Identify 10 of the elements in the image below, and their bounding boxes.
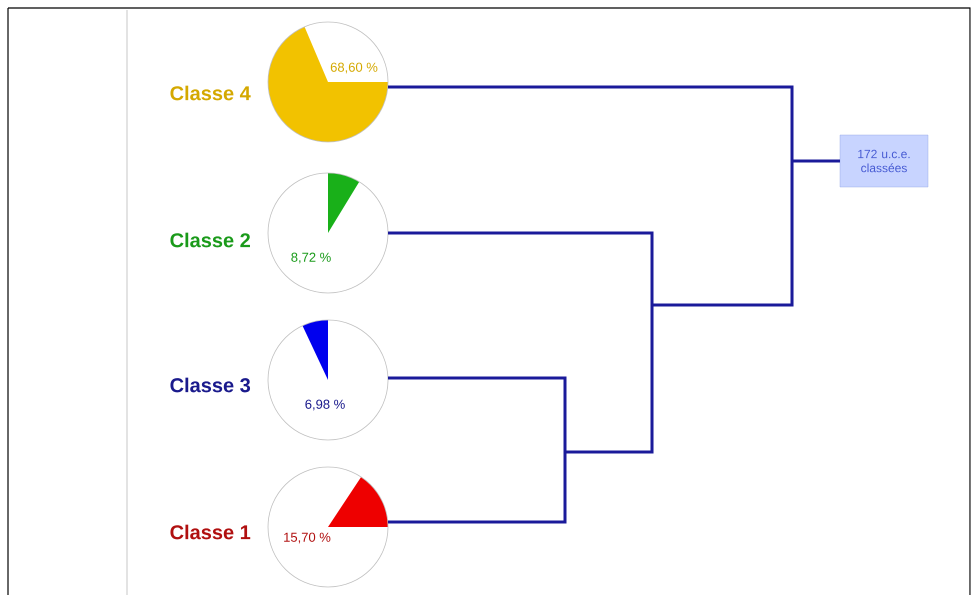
pie-chart: 15,70 % — [268, 466, 388, 588]
class-label: Classe 3 — [170, 378, 250, 392]
pie-chart: 68,60 % — [268, 22, 388, 142]
class-label: Classe 1 — [170, 524, 250, 540]
pie-chart: 8,72 % — [268, 172, 388, 294]
class-label: Classe 4 — [170, 86, 251, 100]
connector-line — [388, 160, 840, 524]
summary-box: 172 u.c.e. classées — [840, 134, 928, 188]
class-label: Classe 2 — [170, 232, 250, 248]
pie-chart: 6,98 % — [268, 320, 388, 440]
